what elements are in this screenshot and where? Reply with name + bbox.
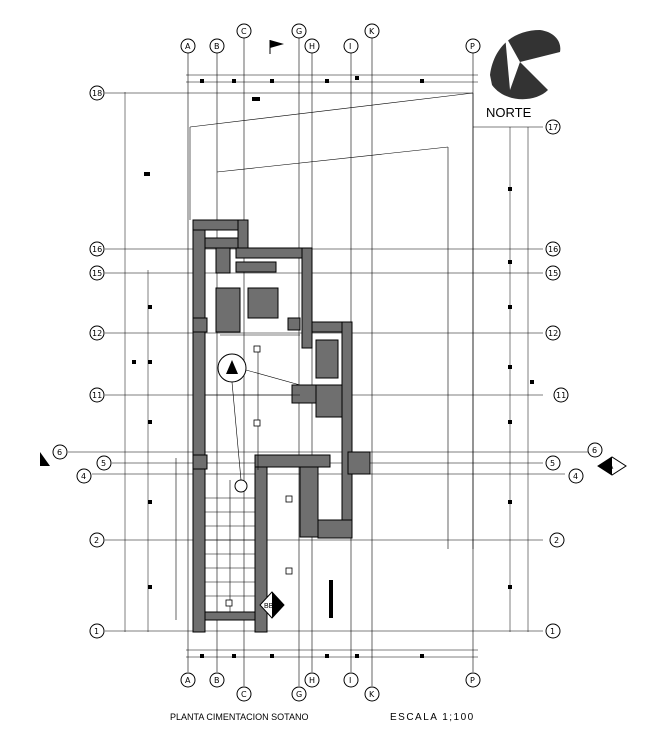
column-bubble-bottom-p: P bbox=[465, 672, 481, 688]
section-label-aa: AA bbox=[604, 464, 614, 471]
row-bubble-left-4: 4 bbox=[76, 468, 92, 484]
row-bubble-left-6: 6 bbox=[52, 444, 68, 460]
column-bubble-top-c: C bbox=[236, 23, 252, 39]
svg-text:5: 5 bbox=[550, 459, 555, 468]
central-footing bbox=[205, 334, 301, 493]
svg-text:C: C bbox=[241, 27, 247, 36]
svg-text:11: 11 bbox=[556, 391, 566, 400]
column-bubble-bottom-h: H bbox=[304, 672, 320, 688]
row-bubble-right-17: 17 bbox=[545, 119, 561, 135]
section-label-bb: BB bbox=[264, 603, 274, 610]
svg-text:2: 2 bbox=[94, 536, 99, 545]
column-bubble-bottom-k: K bbox=[364, 686, 380, 702]
foundation-walls bbox=[192, 219, 371, 633]
svg-text:16: 16 bbox=[548, 245, 558, 254]
row-bubble-left-16: 16 bbox=[89, 241, 105, 257]
svg-text:4: 4 bbox=[573, 472, 578, 481]
stair-treads bbox=[175, 458, 255, 620]
svg-text:K: K bbox=[369, 27, 375, 36]
row-bubble-right-16: 16 bbox=[545, 241, 561, 257]
svg-text:P: P bbox=[470, 676, 475, 685]
svg-text:G: G bbox=[296, 690, 302, 699]
column-bubble-top-p: P bbox=[465, 38, 481, 54]
left-row-bubbles: 18 16 15 12 11 6 5 4 2 1 bbox=[52, 85, 112, 639]
row-bubble-right-4: 4 bbox=[568, 468, 584, 484]
north-arrow-icon bbox=[486, 29, 562, 105]
svg-text:K: K bbox=[369, 690, 375, 699]
property-outline bbox=[189, 92, 474, 549]
svg-text:12: 12 bbox=[548, 329, 558, 338]
svg-text:16: 16 bbox=[92, 245, 102, 254]
row-bubble-right-11: 11 bbox=[553, 387, 569, 403]
svg-text:A: A bbox=[185, 676, 191, 685]
row-bubble-right-1: 1 bbox=[545, 623, 561, 639]
row-bubble-right-5: 5 bbox=[545, 455, 561, 471]
svg-text:P: P bbox=[470, 42, 475, 51]
row-bubble-right-15: 15 bbox=[545, 265, 561, 281]
svg-text:17: 17 bbox=[548, 123, 558, 132]
svg-text:I: I bbox=[349, 676, 351, 685]
drawing-scale: ESCALA 1;100 bbox=[390, 712, 475, 723]
svg-text:B: B bbox=[214, 676, 220, 685]
top-column-bubbles: A B C G H I K P bbox=[180, 23, 481, 54]
row-bubble-left-2: 2 bbox=[89, 532, 105, 548]
column-bubble-bottom-i: I bbox=[343, 672, 359, 688]
svg-text:I: I bbox=[349, 42, 351, 51]
svg-text:G: G bbox=[296, 27, 302, 36]
north-label: NORTE bbox=[486, 105, 532, 120]
bottom-column-bubbles: A B C G H I K P bbox=[180, 672, 481, 702]
row-bubble-left-15: 15 bbox=[89, 265, 105, 281]
svg-text:H: H bbox=[309, 42, 315, 51]
svg-text:H: H bbox=[309, 676, 315, 685]
svg-text:C: C bbox=[241, 690, 247, 699]
row-bubble-right-6: 6 bbox=[587, 442, 603, 458]
column-bubble-top-i: I bbox=[343, 38, 359, 54]
column-bubble-top-a: A bbox=[180, 38, 196, 54]
svg-text:6: 6 bbox=[57, 448, 62, 457]
dimension-ticks bbox=[132, 76, 534, 658]
row-bubble-left-11: 11 bbox=[89, 387, 105, 403]
svg-text:15: 15 bbox=[92, 269, 102, 278]
drawing-title: PLANTA CIMENTACION SOTANO bbox=[170, 712, 309, 722]
column-bubble-bottom-b: B bbox=[209, 672, 225, 688]
section-marker-left bbox=[40, 452, 50, 466]
row-bubble-right-2: 2 bbox=[549, 532, 565, 548]
svg-text:6: 6 bbox=[592, 446, 597, 455]
svg-text:11: 11 bbox=[92, 391, 102, 400]
row-bubble-left-12: 12 bbox=[89, 325, 105, 341]
column-bubble-bottom-c: C bbox=[236, 686, 252, 702]
column-bubble-top-b: B bbox=[209, 38, 225, 54]
row-bubble-left-1: 1 bbox=[89, 623, 105, 639]
row-bubble-left-5: 5 bbox=[96, 455, 112, 471]
small-tags bbox=[225, 345, 333, 618]
flag-icon bbox=[269, 40, 284, 54]
svg-text:B: B bbox=[214, 42, 220, 51]
svg-text:15: 15 bbox=[548, 269, 558, 278]
svg-text:1: 1 bbox=[94, 627, 99, 636]
column-bubble-bottom-a: A bbox=[180, 672, 196, 688]
row-bubble-left-18: 18 bbox=[89, 85, 105, 101]
svg-text:4: 4 bbox=[81, 472, 86, 481]
svg-text:5: 5 bbox=[101, 459, 106, 468]
svg-text:1: 1 bbox=[550, 627, 555, 636]
column-bubble-top-g: G bbox=[291, 23, 307, 39]
row-bubble-right-12: 12 bbox=[545, 325, 561, 341]
column-bubble-bottom-g: G bbox=[291, 686, 307, 702]
section-marker-aa: AA bbox=[597, 456, 627, 476]
svg-text:12: 12 bbox=[92, 329, 102, 338]
svg-text:18: 18 bbox=[92, 89, 102, 98]
svg-text:2: 2 bbox=[554, 536, 559, 545]
column-bubble-top-k: K bbox=[364, 23, 380, 39]
column-bubble-top-h: H bbox=[304, 38, 320, 54]
section-marker-bb: BB bbox=[259, 591, 285, 619]
svg-text:A: A bbox=[185, 42, 191, 51]
right-row-bubbles: 17 16 15 12 11 6 5 4 2 1 bbox=[545, 119, 603, 639]
